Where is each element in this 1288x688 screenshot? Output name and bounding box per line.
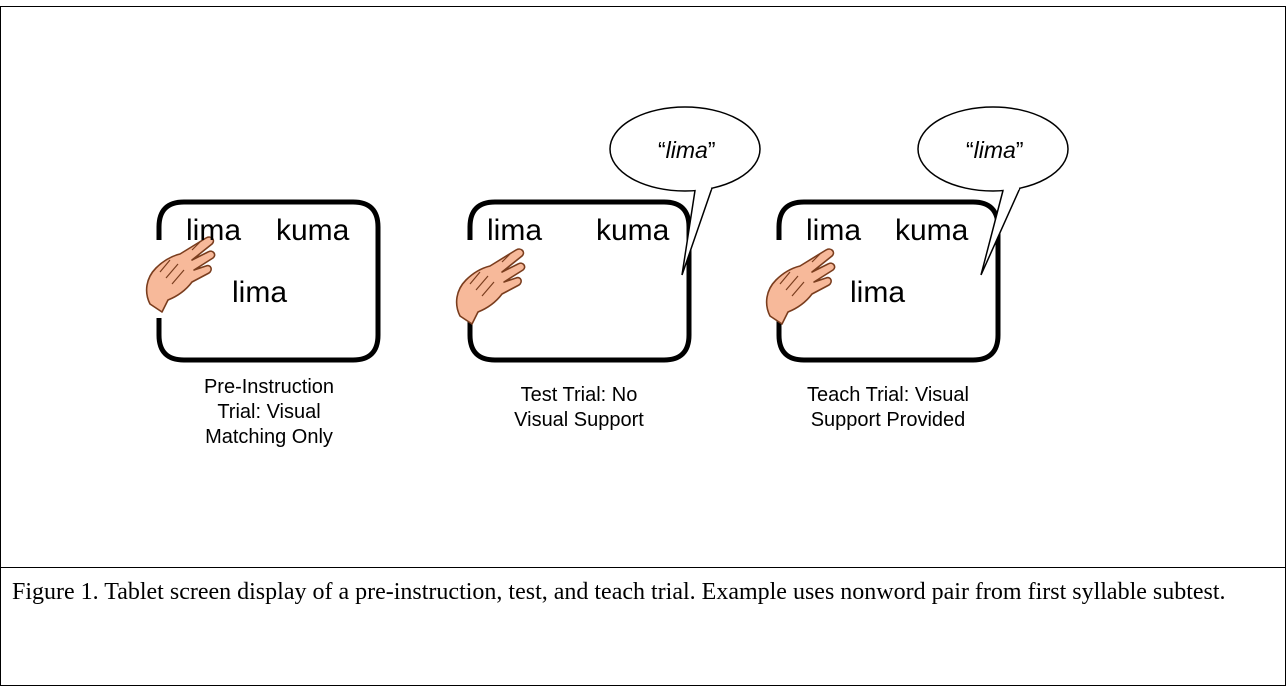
speech-text: “lima” bbox=[966, 137, 1024, 163]
sample-word: lima bbox=[232, 276, 288, 309]
tablet-frame bbox=[776, 199, 1001, 363]
speech-bubble-icon bbox=[609, 106, 761, 276]
pointing-hand-icon bbox=[145, 236, 216, 313]
choice-word-right[interactable]: kuma bbox=[276, 214, 350, 247]
choice-word-left[interactable]: lima bbox=[487, 214, 543, 247]
panel-label: Test Trial: No Visual Support bbox=[514, 384, 644, 431]
sample-word: lima bbox=[850, 276, 906, 309]
pointing-hand-icon bbox=[455, 248, 526, 325]
figure-frame bbox=[0, 6, 1286, 686]
speech-bubble-icon bbox=[917, 106, 1069, 276]
caption-divider bbox=[0, 567, 1286, 568]
figure-caption: Figure 1. Tablet screen display of a pre… bbox=[12, 579, 1226, 605]
panel-label: Pre-Instruction Trial: Visual Matching O… bbox=[203, 376, 335, 448]
choice-word-right[interactable]: kuma bbox=[596, 214, 670, 247]
panel-label: Teach Trial: Visual Support Provided bbox=[807, 384, 969, 431]
choice-word-left[interactable]: lima bbox=[186, 214, 242, 247]
pointing-hand-icon bbox=[765, 248, 836, 325]
tablet-frame bbox=[156, 199, 381, 363]
choice-word-right[interactable]: kuma bbox=[895, 214, 969, 247]
tablet-frame bbox=[467, 199, 692, 363]
choice-word-left[interactable]: lima bbox=[806, 214, 862, 247]
speech-text: “lima” bbox=[658, 137, 716, 163]
